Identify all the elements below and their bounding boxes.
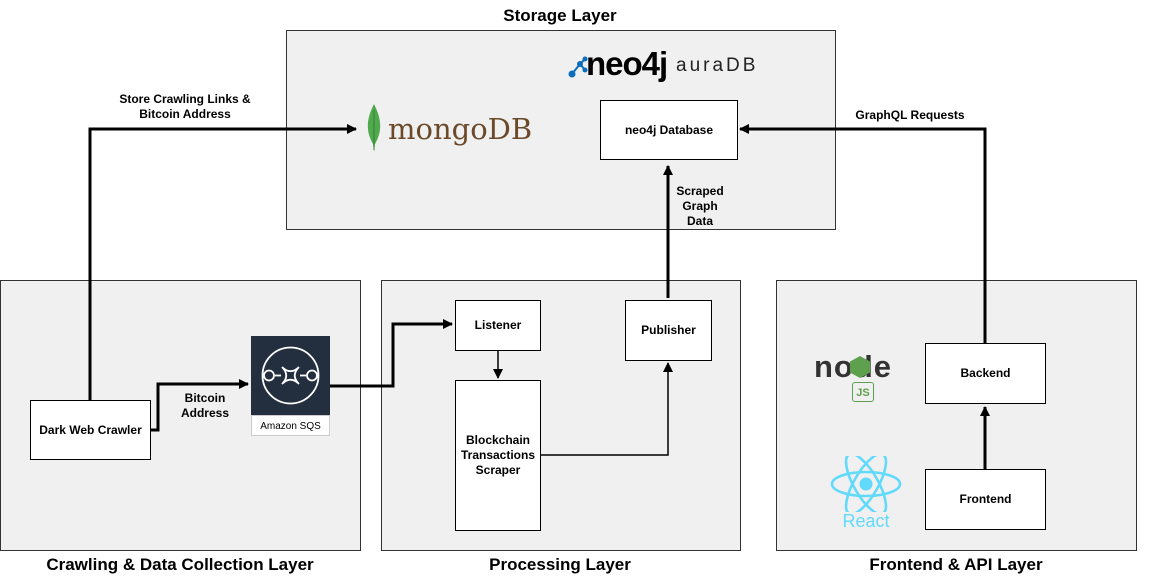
edge-crawler-to-sqs — [151, 379, 249, 432]
crawling-layer-title: Crawling & Data Collection Layer — [46, 555, 314, 574]
nodejs-logo: node JS — [812, 350, 922, 405]
amazon-sqs-label: Amazon SQS — [260, 421, 321, 432]
storage-layer-title: Storage Layer — [503, 6, 617, 25]
react-atom-icon — [830, 456, 902, 512]
react-logo: React — [826, 456, 906, 532]
node-hexagon-icon — [850, 356, 870, 378]
frontend-node: Frontend — [925, 469, 1046, 530]
neo4j-auradb-logo: neo4j auraDB — [568, 46, 788, 86]
bitcoin-address-label: Bitcoin Address — [180, 391, 230, 420]
store-crawling-label: Store Crawling Links & Bitcoin Address — [119, 92, 251, 121]
processing-layer-title: Processing Layer — [489, 555, 631, 574]
backend-node: Backend — [925, 343, 1046, 404]
auradb-wordmark: auraDB — [676, 55, 759, 76]
graphql-requests-label: GraphQL Requests — [855, 108, 965, 122]
edge-backend-to-neo4j — [739, 124, 987, 343]
dark-web-crawler-node: Dark Web Crawler — [30, 400, 151, 460]
edge-crawler-to-mongodb — [88, 124, 357, 400]
react-wordmark: React — [842, 511, 890, 531]
listener-node: Listener — [455, 300, 541, 351]
neo4j-wordmark: neo4j — [586, 45, 668, 82]
scraper-node: Blockchain Transactions Scraper — [455, 380, 541, 531]
node-js-badge: JS — [852, 382, 874, 402]
edge-scraper-to-publisher — [541, 362, 673, 456]
mongodb-logo: mongoDB — [362, 104, 532, 154]
scraped-graph-data-label: Scraped Graph Data — [676, 184, 724, 228]
amazon-sqs-logo: Amazon SQS — [251, 336, 330, 436]
node-js-badge-text: JS — [856, 387, 870, 399]
publisher-node: Publisher — [625, 300, 712, 361]
sqs-label-box: Amazon SQS — [251, 415, 330, 436]
neo4j-graph-icon — [568, 56, 588, 78]
sqs-icon — [251, 336, 330, 415]
mongodb-leaf-icon — [367, 104, 381, 152]
mongodb-wordmark: mongoDB — [388, 112, 533, 146]
frontend-api-layer-title: Frontend & API Layer — [869, 555, 1043, 574]
neo4j-database-node: neo4j Database — [600, 100, 738, 160]
edge-sqs-to-listener — [330, 319, 453, 388]
